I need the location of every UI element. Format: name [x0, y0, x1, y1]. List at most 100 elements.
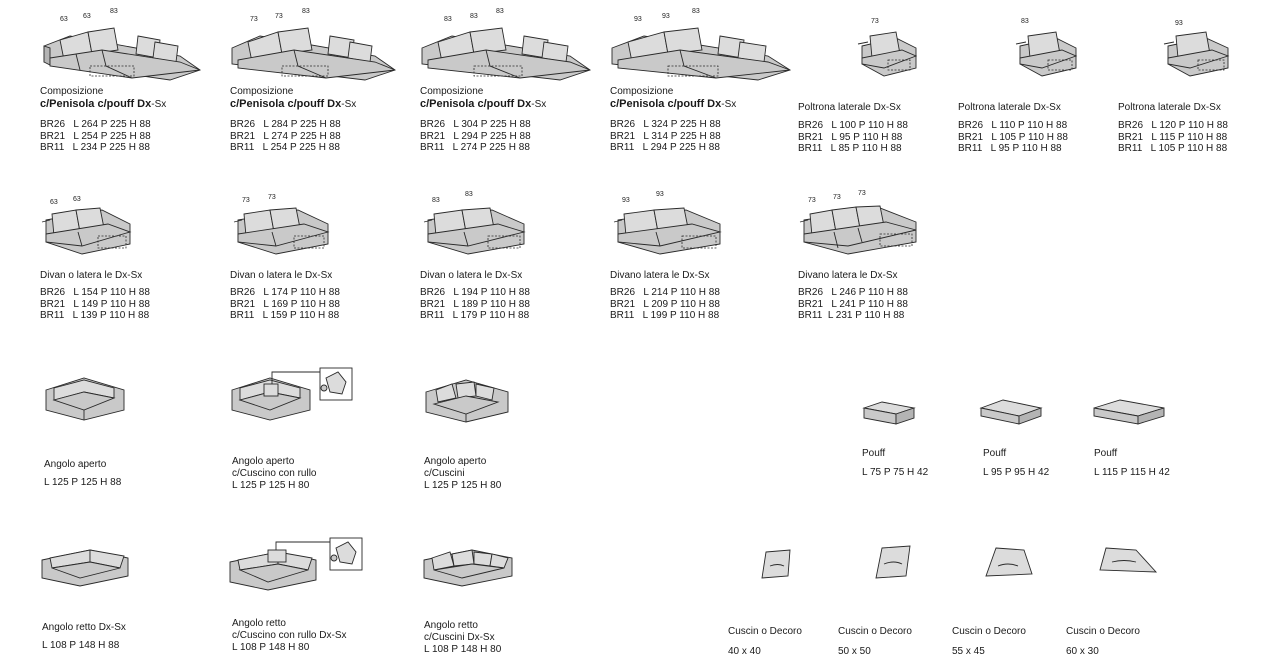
caption: Divano latera le Dx-Sx: [610, 270, 710, 281]
caption-line: c/Cuscino con rullo Dx-Sx: [232, 630, 347, 641]
seat-width-label: 83: [444, 16, 452, 23]
sofa-illustration: [423, 207, 526, 255]
dim-line: BR11 L 199 P 110 H 88: [610, 310, 720, 321]
caption-line: L 125 P 125 H 80: [232, 480, 310, 491]
caption-title: c/Penisola c/pouff Dx: [420, 98, 532, 110]
seat-width-label: 83: [432, 197, 440, 204]
dim-line: BR26 L 100 P 110 H 88: [798, 120, 908, 131]
dim-line: BR21 L 189 P 110 H 88: [420, 298, 530, 310]
dim-line: BR26 L 214 P 110 H 88: [610, 287, 720, 298]
dim-line: BR21 L 314 P 225 H 88: [610, 130, 721, 142]
caption: Composizione c/Penisola c/pouff Dx-Sx: [420, 86, 546, 111]
corner-sofa-illustration: [611, 27, 792, 81]
pouff-dims: L 115 P 115 H 42: [1094, 467, 1170, 478]
dim-line: BR11 L 234 P 225 H 88: [40, 142, 150, 153]
seat-width-label: 73: [250, 16, 258, 23]
pouff-title: Pouff: [1094, 448, 1118, 459]
pouff-dims: L 95 P 95 H 42: [983, 467, 1050, 478]
cushion-illustration: [1099, 547, 1158, 573]
armchair-illustration: [1015, 31, 1078, 77]
dim-line: BR11 L 179 P 110 H 88: [420, 310, 530, 321]
caption: Composizione c/Penisola c/pouff Dx-Sx: [230, 86, 356, 111]
cushion-title: Cuscin o Decoro: [728, 626, 802, 637]
dim-line: BR26 L 284 P 225 H 88: [230, 119, 341, 130]
seat-width-label: 63: [83, 13, 91, 20]
sofa-illustration: [41, 207, 132, 255]
cushion-title: Cuscin o Decoro: [1066, 626, 1140, 637]
seat-width-label: 83: [1021, 18, 1029, 25]
caption-line: Angolo aperto: [424, 456, 487, 467]
caption-line: Angolo retto: [232, 618, 286, 629]
dim-line: BR21 L 169 P 110 H 88: [230, 298, 340, 310]
dim-line: BR11 L 105 P 110 H 88: [1118, 143, 1228, 154]
dim-line: BR21 L 95 P 110 H 88: [798, 131, 903, 143]
dim-line: BR26 L 120 P 110 H 88: [1118, 120, 1228, 131]
dim-line: BR21 L 254 P 225 H 88: [40, 130, 151, 142]
sofa-illustration: [613, 207, 722, 255]
caption-line: c/Cuscino con rullo: [232, 468, 317, 479]
caption: Poltrona laterale Dx-Sx: [1118, 102, 1221, 113]
dim-line: BR11 L 139 P 110 H 88: [40, 310, 150, 321]
dim-line: BR21 L 241 P 110 H 88: [798, 298, 908, 310]
seat-width-label: 73: [268, 194, 276, 201]
caption-suffix: -Sx: [151, 99, 167, 110]
caption: Poltrona laterale Dx-Sx: [958, 102, 1061, 113]
dim-line: BR11 L 95 P 110 H 88: [958, 143, 1062, 154]
cushion-illustration: [875, 545, 911, 579]
dim-line: BR11 L 159 P 110 H 88: [230, 310, 340, 321]
seat-width-label: 93: [656, 191, 664, 198]
dim-line: BR26 L 154 P 110 H 88: [40, 287, 150, 298]
dim-line: BR26 L 304 P 225 H 88: [420, 119, 531, 130]
caption-title: c/Penisola c/pouff Dx: [230, 98, 342, 110]
caption-line: L 108 P 148 H 80: [424, 644, 502, 655]
dim-line: BR11 L 85 P 110 H 88: [798, 143, 902, 154]
dim-line: BR21 L 209 P 110 H 88: [610, 298, 720, 310]
caption-suffix: -Sx: [721, 99, 737, 110]
seat-width-label: 73: [871, 18, 879, 25]
dim-line: BR11 L 294 P 225 H 88: [610, 142, 720, 153]
dim-line: BR11 L 274 P 225 H 88: [420, 142, 530, 153]
caption-line: L 108 P 148 H 80: [232, 642, 310, 653]
cushion-title: Cuscin o Decoro: [952, 626, 1026, 637]
seat-width-label: 83: [470, 13, 478, 20]
pouff-illustration: [1093, 399, 1165, 425]
dim-line: BR26 L 110 P 110 H 88: [958, 120, 1068, 131]
caption: Divano latera le Dx-Sx: [798, 270, 898, 281]
seat-width-label: 83: [302, 8, 310, 15]
open-corner-cushions-illustration: [425, 379, 509, 423]
caption-line: L 125 P 125 H 88: [44, 477, 122, 488]
open-corner-illustration: [45, 377, 125, 421]
caption: Divan o latera le Dx-Sx: [230, 270, 333, 281]
seat-width-label: 73: [858, 190, 866, 197]
caption-line: Angolo retto: [424, 620, 478, 631]
dim-line: BR11 L 231 P 110 H 88: [798, 310, 905, 321]
seat-width-label: 83: [110, 8, 118, 15]
seat-width-label: 93: [634, 16, 642, 23]
cushion-title: Cuscin o Decoro: [838, 626, 912, 637]
caption-line: L 108 P 148 H 88: [42, 640, 120, 651]
cushion-illustration: [985, 547, 1033, 577]
caption-line: c/Cuscini Dx-Sx: [424, 632, 495, 643]
sofa-illustration: [233, 207, 330, 255]
seat-width-label: 83: [496, 8, 504, 15]
seat-width-label: 63: [73, 196, 81, 203]
seat-width-label: 83: [692, 8, 700, 15]
caption: Angolo retto Dx-Sx L 108 P 148 H 88: [42, 619, 126, 655]
caption-line: Angolo retto Dx-Sx: [42, 622, 126, 633]
sofa-illustration: [799, 205, 917, 255]
pouff-illustration: [862, 401, 916, 425]
caption: Poltrona laterale Dx-Sx: [798, 102, 901, 113]
